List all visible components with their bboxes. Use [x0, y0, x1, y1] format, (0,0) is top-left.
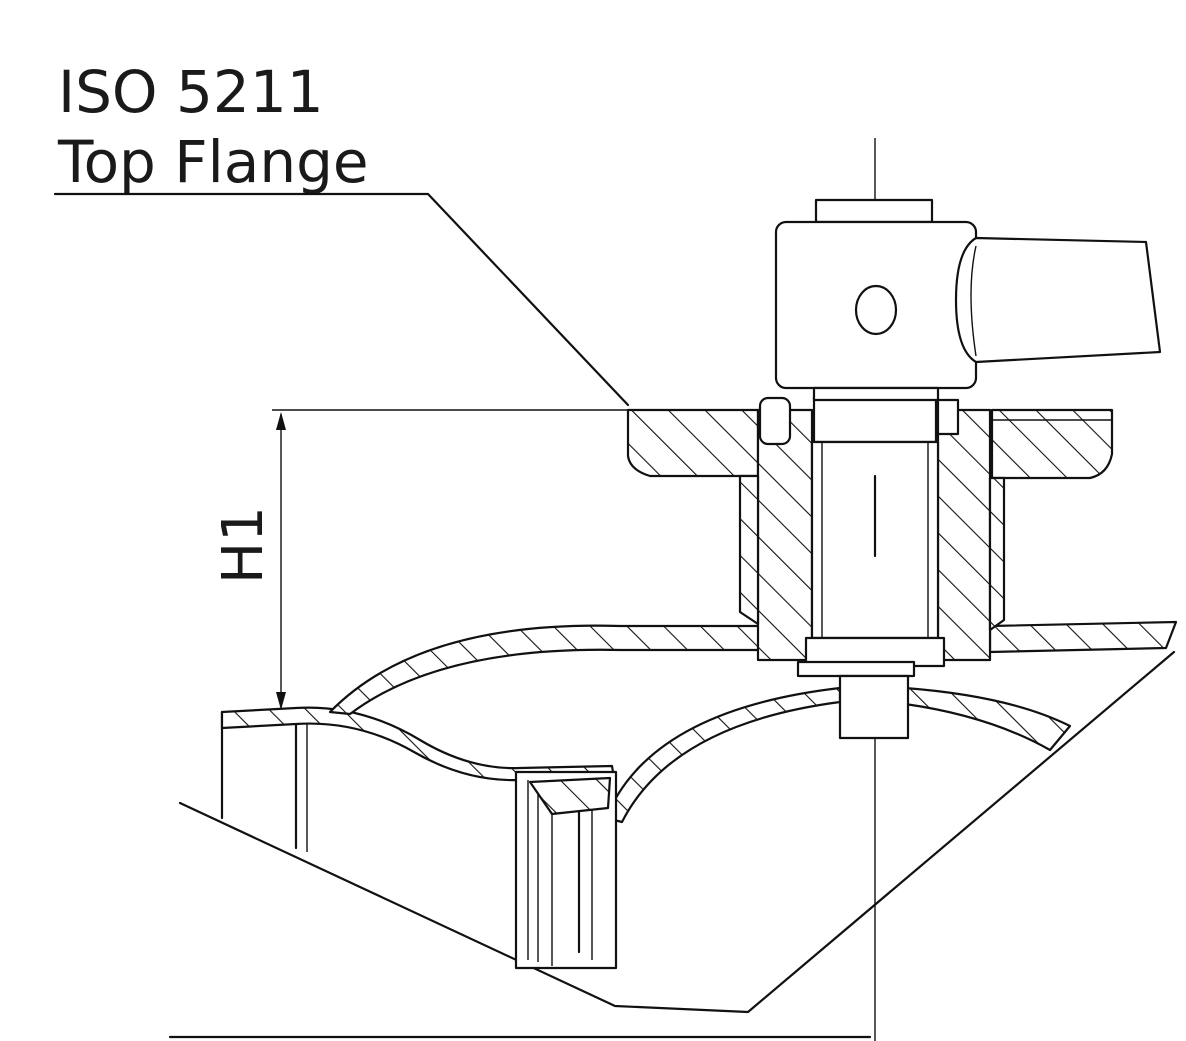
stem [758, 394, 960, 740]
lever-arm [954, 236, 1162, 364]
callout-line-1: ISO 5211 [58, 58, 324, 126]
dimension-h1: H1 [211, 409, 628, 710]
dome-shell-outer [328, 620, 1178, 716]
callout-leader [53, 192, 630, 407]
disc-dome-section [604, 686, 1072, 824]
valve-body [168, 650, 1176, 1039]
bushing-section [738, 408, 1006, 662]
seat-seal [514, 770, 618, 970]
top-flange-section [626, 408, 1114, 480]
coupling-head [774, 198, 978, 402]
body-flange-section [220, 706, 616, 782]
callout-line-2: Top Flange [57, 128, 369, 196]
dimension-label: H1 [211, 506, 276, 584]
